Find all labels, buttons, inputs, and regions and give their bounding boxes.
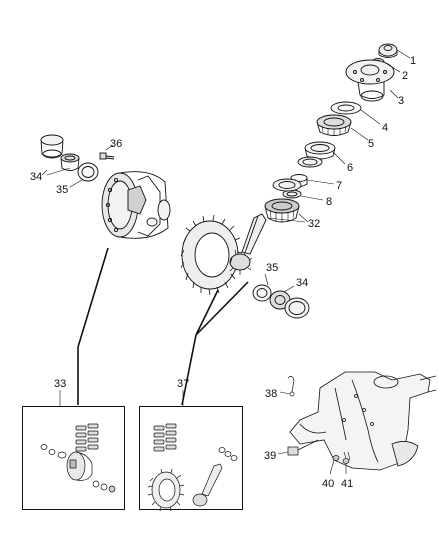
callout-34-right: 34	[296, 277, 309, 289]
inner-bearing-cup	[272, 178, 302, 192]
leader-line-32	[267, 217, 306, 223]
callout-2: 2	[402, 70, 409, 82]
case-bearing-left	[60, 153, 80, 171]
leader-lines-right	[298, 49, 411, 223]
callout-5: 5	[368, 138, 375, 150]
drive-pinion	[229, 213, 267, 275]
pinion-shaft-bolt	[99, 152, 115, 160]
callout-7: 7	[336, 180, 343, 192]
callout-34-left: 34	[30, 171, 43, 183]
vent-fitting	[279, 376, 295, 397]
case-bearing-cup-right	[284, 297, 310, 319]
differential-case	[101, 171, 171, 239]
callout-40: 40	[322, 478, 335, 490]
callout-6: 6	[347, 162, 354, 174]
outer-bearing-cup	[297, 141, 336, 168]
inner-pinion-bearing	[264, 198, 300, 223]
sensor-connector	[277, 439, 319, 456]
kit-33-parts	[40, 423, 116, 493]
kit-leaders	[59, 247, 249, 406]
fill-plug	[329, 455, 340, 475]
ring-gear	[180, 214, 243, 296]
callout-8: 8	[326, 196, 333, 208]
case-shim-right	[252, 284, 272, 302]
callout-3: 3	[398, 95, 405, 107]
axle-housing	[289, 371, 437, 471]
callout-39: 39	[264, 450, 277, 462]
pinion-nut	[378, 43, 398, 58]
callout-36: 36	[110, 138, 123, 150]
callout-38: 38	[265, 388, 278, 400]
leader-lines-mid	[264, 273, 295, 293]
callout-33: 33	[54, 378, 67, 390]
case-shim-left	[77, 162, 99, 182]
pinion-flange	[345, 59, 395, 102]
pinion-seal	[330, 101, 362, 115]
callout-4: 4	[382, 122, 389, 134]
callout-37: 37	[177, 378, 190, 390]
case-bearing-cup-left	[40, 134, 64, 159]
callout-35-right: 35	[266, 262, 279, 274]
outer-pinion-bearing	[316, 114, 352, 136]
callout-1: 1	[410, 55, 417, 67]
kit-box-37	[139, 406, 243, 510]
drain-plug	[342, 458, 350, 474]
kit-box-33	[22, 406, 125, 510]
kit-37-parts	[147, 423, 238, 512]
callout-32: 32	[308, 218, 321, 230]
callout-41: 41	[341, 478, 354, 490]
leader-lines-left	[41, 144, 114, 188]
callout-35-left: 35	[56, 184, 69, 196]
